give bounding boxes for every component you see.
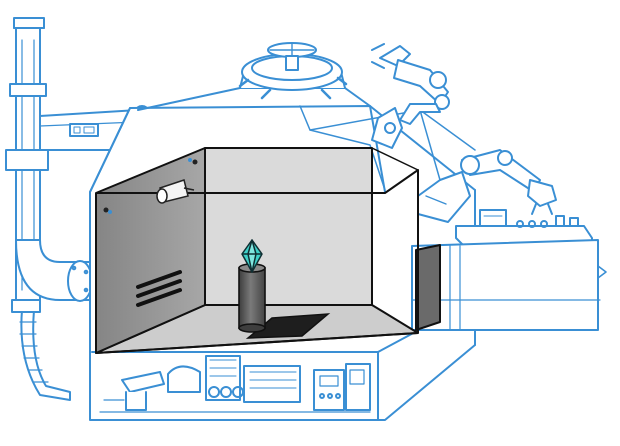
lower-machinery [99, 355, 371, 413]
corrugated-hose [11, 299, 71, 401]
pedestal [238, 263, 266, 333]
wall-screw [103, 207, 109, 213]
right-ledge [411, 239, 607, 331]
back-wall [204, 147, 373, 306]
wall-screw [192, 159, 198, 165]
rivets [108, 158, 192, 214]
security-camera-icon[interactable] [156, 179, 195, 204]
diamond-crystal-icon[interactable] [241, 239, 263, 273]
valve-wheel-icon[interactable] [238, 42, 348, 100]
right-doorway[interactable] [415, 244, 441, 331]
robot-claw-arm-upper[interactable] [371, 43, 450, 149]
robot-claw-arm-right[interactable] [417, 149, 557, 223]
vent-grille-icon[interactable] [136, 270, 182, 307]
